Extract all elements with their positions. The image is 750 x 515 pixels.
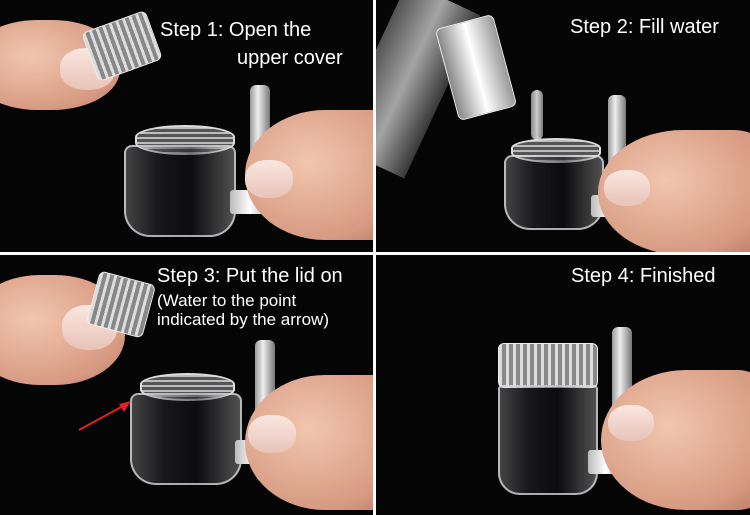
step-3-note-line-2: indicated by the arrow) [157, 310, 329, 329]
step-1-subtitle: upper cover [237, 47, 343, 69]
glass-jar [498, 385, 598, 495]
step-3-photo: Step 3: Put the lid on (Water to the poi… [0, 255, 373, 515]
step-4-photo: Step 4: Finished [376, 255, 750, 515]
bottle-neck [434, 13, 518, 122]
step-3-title: Step 3: Put the lid on [157, 265, 343, 287]
step-4-title: Step 4: Finished [571, 265, 716, 287]
fingernail [604, 170, 650, 206]
step-1-title: Step 1: Open the [160, 19, 312, 41]
red-arrow-icon [78, 401, 131, 431]
glass-jar [124, 145, 236, 237]
step-2-photo: Step 2: Fill water [376, 0, 750, 252]
water-stream [531, 90, 543, 140]
step-2-title: Step 2: Fill water [570, 16, 719, 38]
step-3-note-line-1: (Water to the point [157, 291, 297, 310]
step-1-photo: Step 1: Open the upper cover [0, 0, 373, 252]
fingernail [248, 415, 296, 453]
glass-jar [504, 155, 604, 230]
glass-jar [130, 393, 242, 485]
fingernail [608, 405, 654, 441]
lid [498, 343, 598, 388]
fingernail [245, 160, 293, 198]
